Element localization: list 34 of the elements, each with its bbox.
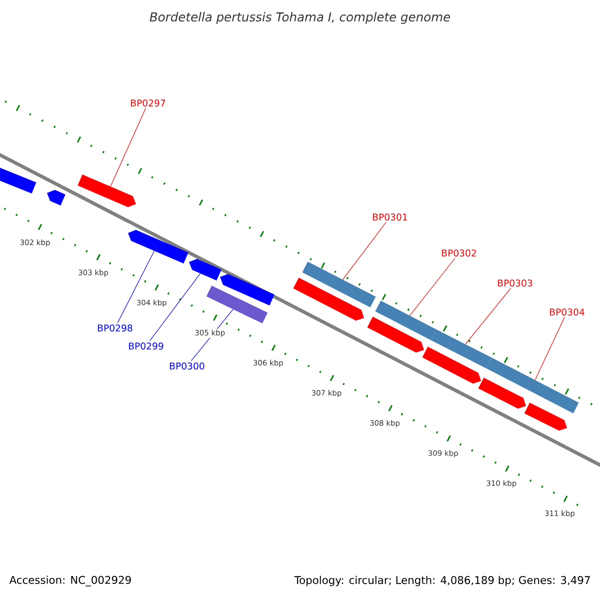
gene-bar	[206, 286, 268, 324]
gene-feature	[78, 174, 136, 208]
gene-label: BP0299	[129, 342, 164, 350]
gene-label: BP0300	[170, 362, 204, 370]
gene-feature	[189, 258, 222, 280]
gene-feature	[524, 402, 567, 431]
leader-line	[534, 316, 565, 380]
gene-bar	[302, 262, 376, 308]
gene-label: BP0303	[498, 279, 532, 287]
gene-feature	[128, 230, 188, 264]
leader-line	[150, 273, 201, 342]
gene-label: BP0297	[131, 99, 166, 107]
gene-bar	[431, 330, 492, 368]
gene-bar	[486, 358, 579, 414]
gene-feature	[220, 274, 274, 306]
accession-note: Accession: NC_002929	[9, 576, 131, 586]
leader-line	[117, 250, 155, 324]
gene-feature	[422, 346, 481, 384]
leader-line	[342, 222, 386, 280]
gene-label: BP0298	[98, 324, 132, 332]
gene-label: BP0302	[442, 249, 476, 257]
gene-label: BP0304	[550, 308, 584, 316]
gene-feature	[47, 190, 66, 206]
gene-feature	[367, 316, 424, 353]
leader-line	[465, 288, 512, 345]
leader-line	[110, 108, 146, 187]
gene-feature	[293, 278, 364, 321]
genome-summary: Topology: circular; Length: 4,086,189 bp; Genes: 3,497	[294, 576, 590, 586]
gene-feature	[478, 378, 526, 409]
gene-bar	[375, 300, 437, 340]
gene-label: BP0301	[373, 213, 408, 221]
leader-line	[409, 258, 456, 316]
gene-feature	[0, 168, 36, 194]
title: Bordetella pertussis Tohama I, complete genome	[150, 12, 450, 24]
